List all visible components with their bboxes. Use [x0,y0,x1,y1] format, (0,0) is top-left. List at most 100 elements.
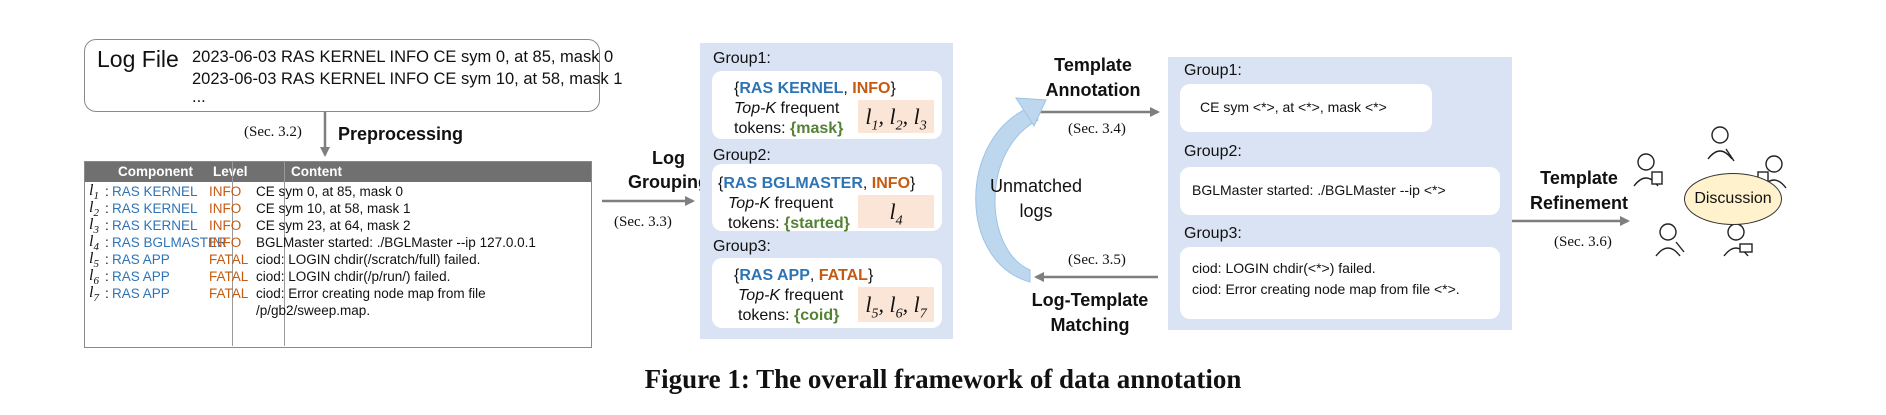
template-annotation-section: (Sec. 3.4) [1068,121,1126,137]
group-level: INFO [852,80,891,97]
brace: } [910,175,916,192]
row-content: ciod: LOGIN chdir(/p/run/) failed. [256,269,451,284]
log-id: l1 [865,104,878,133]
group-component: RAS BGLMASTER [723,175,863,192]
comma: , [809,267,819,284]
group-token: {coid} [794,307,840,324]
log-id-sub: 6 [895,306,903,322]
log-id-letter: l [889,104,896,129]
log-file-box [84,39,600,112]
log-id: l6 [889,292,902,321]
log-line: 2023-06-03 RAS KERNEL INFO CE sym 0, at … [192,48,614,66]
row-id: l6 [89,267,99,287]
person-icon [1655,223,1685,257]
brace: } [867,267,874,284]
row-id-letter: l [89,199,94,216]
group-title: Group2: [713,147,771,164]
group-tokens-line: tokens: {mask} [734,119,896,139]
brace: { [734,80,740,97]
row-level: INFO [209,235,242,250]
template-text: ciod: LOGIN chdir(<*>) failed.ciod: Erro… [1192,258,1460,300]
log-id-sub: 2 [895,118,903,134]
row-component: RAS APP [112,252,170,267]
row-id-sub: 4 [93,241,99,254]
log-lines: 2023-06-03 RAS KERNEL INFO CE sym 0, at … [192,46,623,106]
log-id: l7 [914,292,927,321]
brace: { [718,175,724,192]
log-line: ... [192,88,206,106]
template-box [1180,167,1500,215]
row-id-sub: 3 [93,224,99,237]
row-id: l2 [89,199,99,219]
row-level: INFO [209,184,242,199]
group-component: RAS KERNEL [739,80,844,97]
group-frequent: frequent [780,287,844,304]
log-template-matching-label: Log-Template Matching [1030,288,1150,338]
row-id: l5 [89,250,99,270]
log-id-letter: l [913,104,920,129]
row-id: l7 [89,284,99,304]
comma: , [843,80,853,97]
preprocessing-section: (Sec. 3.2) [244,124,302,140]
log-id-letter: l [865,104,872,129]
group-log-ids: l4 [858,195,934,228]
row-component: RAS BGLMASTER [112,235,227,250]
figure-caption: Figure 1: The overall framework of data … [644,364,1242,394]
log-id: l4 [889,199,902,228]
row-id-sub: 7 [93,292,99,305]
log-template-matching-section: (Sec. 3.5) [1068,252,1126,268]
template-line: ciod: LOGIN chdir(<*>) failed. [1192,260,1376,276]
row-level: INFO [209,218,242,233]
row-component: RAS APP [112,286,170,301]
log-id: l2 [889,104,902,133]
log-grouping-line2: Grouping [628,172,709,192]
unmatched-line2: logs [1019,201,1053,221]
log-grouping-label: Log Grouping [628,146,709,194]
ltm-line1: Log-Template [1031,290,1149,310]
column-divider [232,162,233,346]
template-group-title: Group2: [1184,143,1242,160]
template-line: BGLMaster started: ./BGLMaster --ip <*> [1192,182,1446,198]
row-id-sub: 1 [93,190,99,203]
log-id-comma: , [878,104,890,129]
unmatched-line1: Unmatched [989,176,1083,196]
row-component: RAS KERNEL [112,201,198,216]
group-topk-line: Top-K frequent [734,286,873,306]
log-line: 2023-06-03 RAS KERNEL INFO CE sym 10, at… [192,70,623,88]
group-tokens-line: tokens: {started} [718,214,915,234]
group-tokens-label: tokens: [738,307,795,324]
row-id-colon: : [105,201,109,216]
row-content-continued: /p/gb2/sweep.map. [256,303,371,318]
log-id-sub: 5 [871,306,879,322]
template-annotation-label: Template Annotation [1034,53,1152,103]
person-icon [1723,223,1753,257]
log-id-sub: 7 [919,306,927,322]
group-title: Group1: [713,50,771,67]
discussion-bubble: Discussion [1684,173,1782,225]
log-id-comma: , [878,292,890,317]
group-level: INFO [871,175,911,192]
row-level: INFO [209,201,242,216]
group-topk: Top-K [734,100,777,117]
log-id-sub: 3 [919,118,927,134]
row-component: RAS APP [112,269,170,284]
template-text: BGLMaster started: ./BGLMaster --ip <*> [1192,180,1446,201]
group-token: {started} [784,215,850,232]
row-level: FATAL [209,252,249,267]
group-frequent: frequent [776,100,840,117]
group-tokens-line: tokens: {coid} [734,306,873,326]
template-group-title: Group3: [1184,225,1242,242]
row-id-colon: : [105,252,109,267]
row-id-letter: l [89,233,94,250]
template-text: CE sym <*>, at <*>, mask <*> [1200,97,1387,118]
row-component: RAS KERNEL [112,184,198,199]
row-content: CE sym 10, at 58, mask 1 [256,201,411,216]
person-icon [1707,126,1735,162]
log-grouping-section: (Sec. 3.3) [614,214,672,230]
brace: { [734,267,740,284]
log-file-title: Log File [97,46,179,72]
group-topk: Top-K [728,195,771,212]
